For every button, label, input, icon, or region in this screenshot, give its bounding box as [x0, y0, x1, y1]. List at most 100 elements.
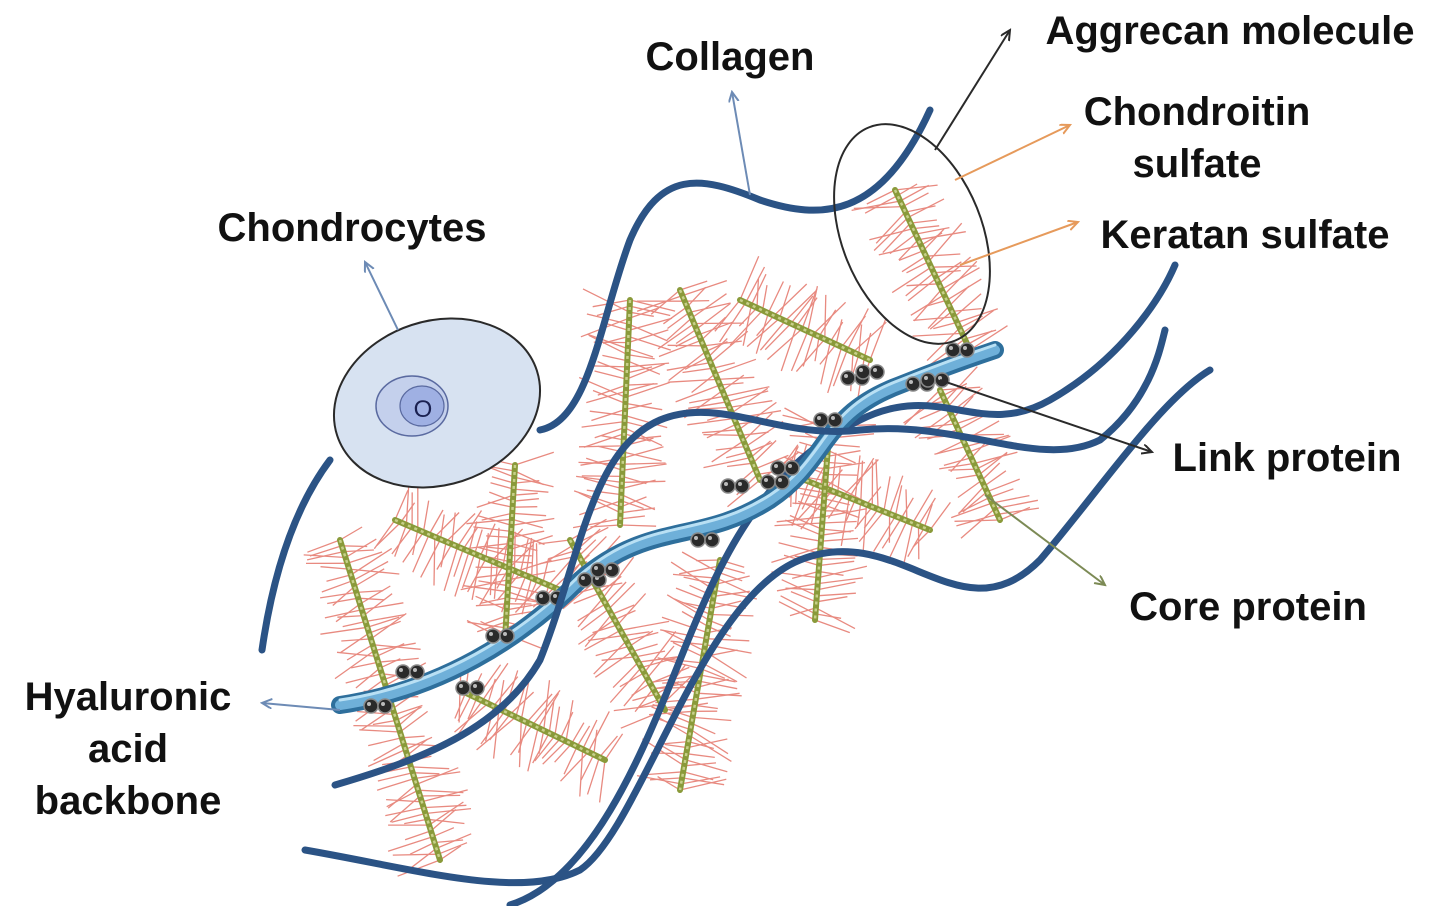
gag-bristle [907, 284, 940, 286]
gag-bristle [990, 489, 1014, 498]
link-protein-highlight [949, 346, 953, 350]
gag-bristle [693, 717, 732, 720]
gag-bristle [913, 333, 963, 336]
gag-bristle [855, 455, 860, 500]
gag-bristle [468, 698, 477, 719]
gag-bristle [890, 476, 903, 514]
gag-bristle [869, 229, 913, 240]
gag-bristle [947, 279, 982, 300]
link-protein-bead [500, 629, 514, 643]
gag-bristle [392, 527, 412, 554]
gag-bristle [816, 597, 847, 602]
gag-bristle [527, 694, 552, 722]
link-protein-bead [486, 629, 500, 643]
core-protein-arrow [985, 495, 1105, 585]
gag-bristle [814, 302, 846, 334]
link-protein-highlight [909, 380, 913, 384]
link-protein-highlight [594, 566, 598, 570]
link-protein-highlight [553, 594, 557, 598]
gag-bristle [668, 312, 690, 328]
link-protein-highlight [367, 702, 371, 706]
link-protein-bead [960, 343, 974, 357]
chondroitin-arrow [955, 125, 1070, 180]
link-protein-highlight [694, 536, 698, 540]
link-protein-bead [906, 377, 920, 391]
gag-bristle [433, 828, 454, 837]
chondrocyte-cell: O [312, 293, 562, 514]
gag-bristle [310, 546, 342, 556]
gag-bristle [903, 523, 912, 566]
gag-bristle [821, 342, 831, 385]
gag-bristle [620, 516, 645, 519]
gag-bristle [949, 286, 969, 306]
gag-bristle [667, 318, 692, 340]
gag-bristle [662, 617, 707, 632]
gag-bristle [821, 531, 853, 536]
link-protein-highlight [608, 566, 612, 570]
core-protein [895, 190, 970, 350]
gag-bristle [602, 657, 636, 660]
gag-bristle [353, 726, 398, 727]
gag-bristle [732, 388, 768, 413]
gag-bristle [618, 594, 646, 626]
gag-bristle [362, 603, 404, 610]
gag-bristle [692, 374, 716, 393]
gag-bristle [511, 531, 544, 537]
gag-bristle [939, 464, 974, 469]
gag-bristle [387, 790, 419, 807]
gag-bristle [628, 330, 668, 343]
gag-bristle [628, 337, 670, 351]
gag-bristle [937, 441, 964, 454]
gag-bristle [820, 558, 856, 559]
gag-bristle [924, 504, 932, 528]
gag-bristle [413, 773, 440, 774]
gag-bristle [622, 464, 666, 470]
link-protein-highlight [844, 374, 848, 378]
gag-bristle [602, 355, 627, 360]
gag-bristle [702, 430, 739, 433]
gag-bristle [740, 256, 759, 300]
gag-bristle [706, 342, 728, 352]
gag-bristle [692, 294, 727, 318]
gag-bristle [513, 499, 539, 502]
gag-bristle [580, 749, 583, 796]
gag-bristle [411, 767, 449, 769]
gag-bristle [685, 301, 710, 302]
gag-bristle [691, 730, 729, 754]
gag-bristle [706, 639, 749, 641]
gag-bristle [353, 562, 388, 581]
link-protein-bead [761, 475, 775, 489]
gag-bristle [515, 452, 554, 465]
gag-bristle [867, 487, 881, 505]
gag-bristle [668, 345, 704, 346]
label-link-protein: Link protein [1173, 436, 1402, 480]
gag-bristle [464, 586, 508, 592]
gag-bristle [595, 371, 627, 379]
gag-bristle [364, 594, 393, 616]
gag-bristle [601, 436, 624, 440]
link-protein-bead [470, 681, 484, 695]
core-protein-highlight [740, 300, 870, 360]
gag-bristle [696, 560, 720, 561]
gag-bristle [956, 475, 979, 479]
gag-bristle [916, 228, 950, 235]
gag-bristle [436, 834, 471, 849]
label-hyaluronic-line2: acid [88, 727, 168, 771]
gag-bristle [926, 254, 960, 256]
nucleolus-mark: O [414, 396, 433, 423]
link-protein-highlight [778, 478, 782, 482]
link-protein-highlight [938, 376, 942, 380]
gag-bristle [337, 616, 363, 618]
gag-bristle [827, 462, 852, 464]
link-protein-bead [771, 461, 785, 475]
gag-bristle [515, 532, 516, 571]
gag-bristle [660, 630, 706, 639]
gag-bristle [626, 633, 658, 641]
gag-bristle [423, 501, 428, 532]
link-protein-bead [364, 699, 378, 713]
gag-bristle [729, 401, 772, 408]
gag-bristle [420, 795, 460, 796]
gag-bristle [494, 563, 497, 598]
gag-bristle [577, 726, 590, 747]
link-protein-highlight [774, 464, 778, 468]
